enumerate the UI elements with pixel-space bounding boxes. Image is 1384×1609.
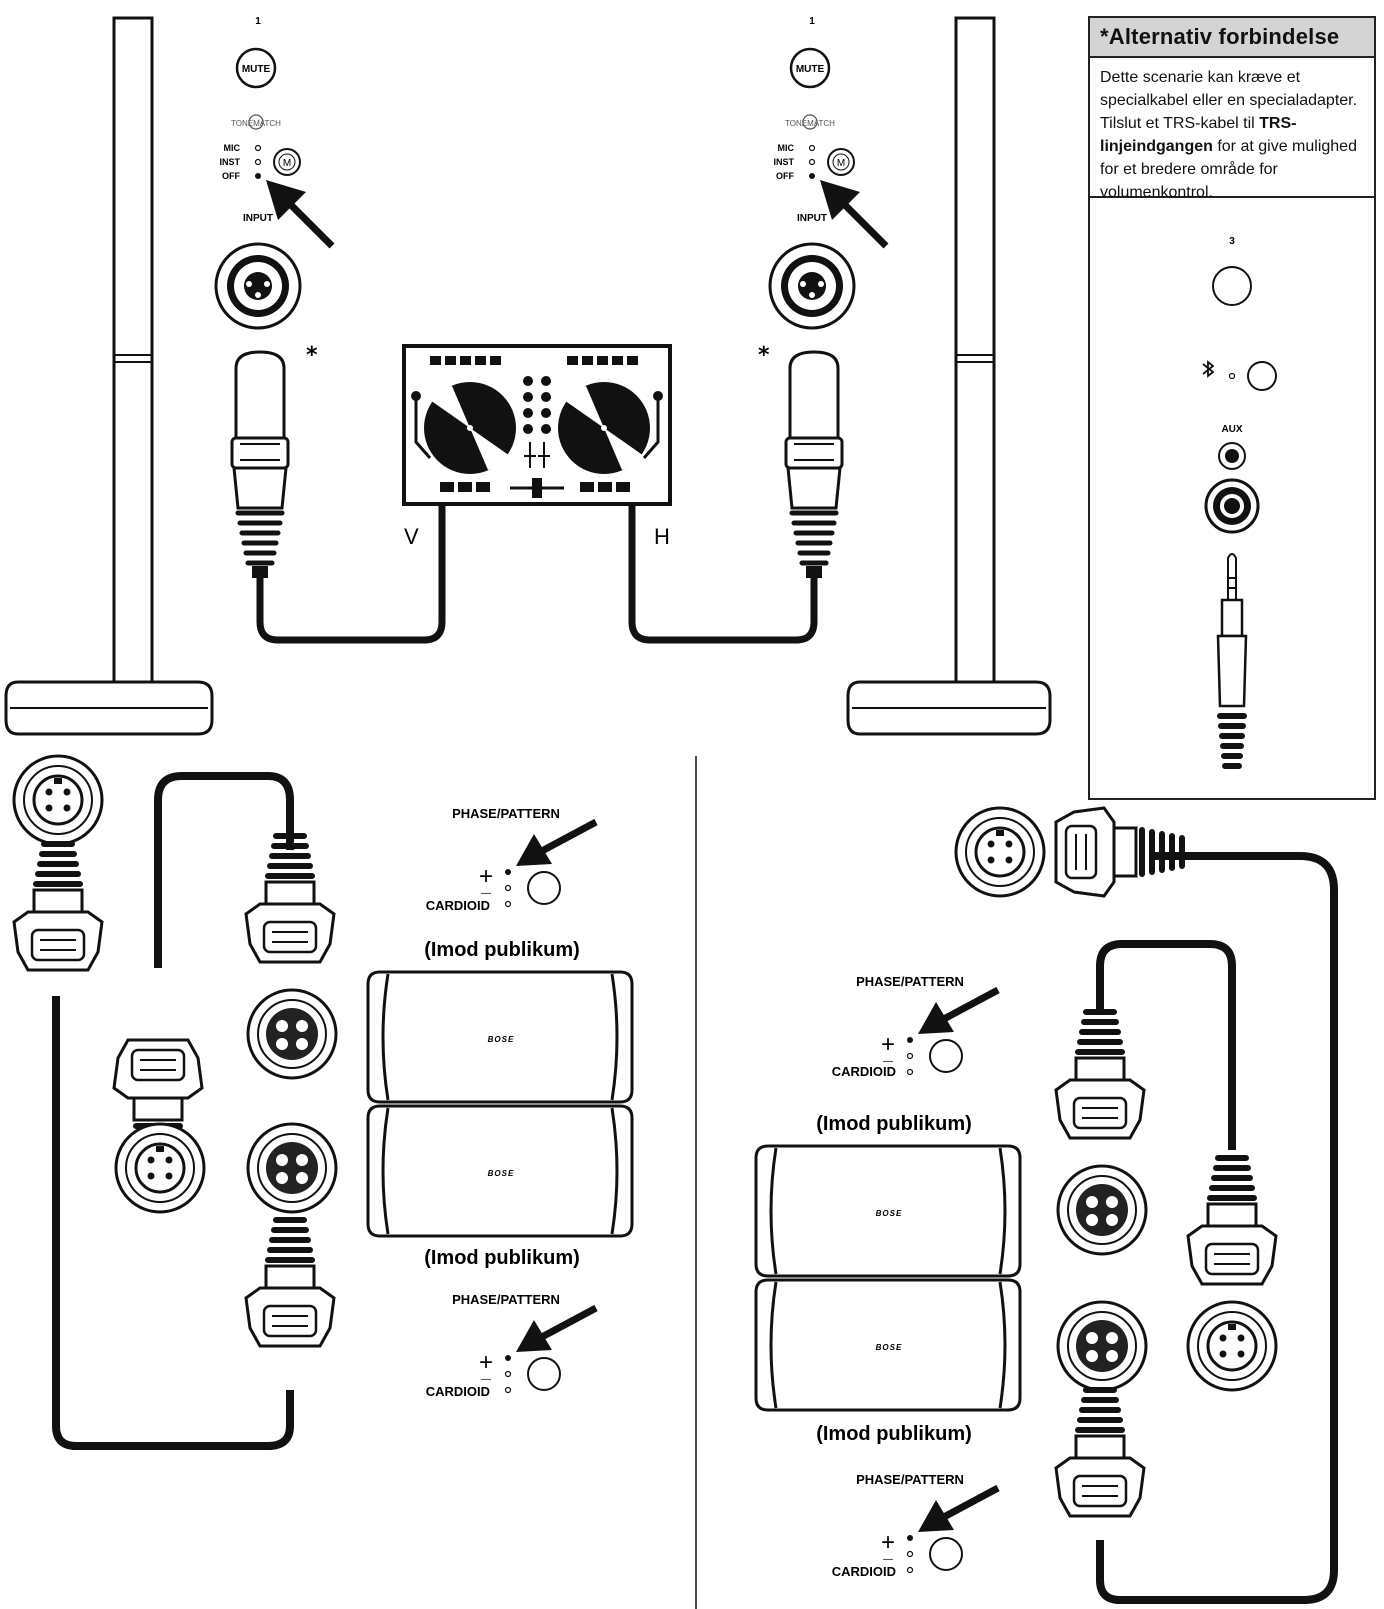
- bottom-left-speakers: BOSE BOSE: [366, 970, 634, 1238]
- mode-mic-label: MIC: [778, 143, 795, 153]
- phase-pattern-control: PHASE/PATTERN + — CARDIOID: [426, 806, 598, 913]
- tonematch-button[interactable]: [827, 148, 855, 176]
- arrow-phase-icon: [918, 1500, 954, 1532]
- alternative-connection-box: *Alternativ forbindelse Dette scenarie k…: [1088, 16, 1376, 800]
- phase-pattern-control: PHASE/PATTERN + — CARDIOID: [832, 974, 1000, 1079]
- input-label: INPUT: [797, 213, 827, 224]
- left-cable-marker: *: [306, 343, 318, 368]
- plus-label: +: [881, 1529, 895, 1556]
- tonematch-button[interactable]: [273, 148, 301, 176]
- mode-inst-label: INST: [219, 157, 240, 167]
- mute-label: MUTE: [796, 64, 825, 75]
- bottom-left-array: [14, 754, 338, 1450]
- phase-pattern-control: PHASE/PATTERN + — CARDIOID: [832, 1472, 1000, 1579]
- mode-off-label: OFF: [222, 171, 240, 181]
- mode-off-label: OFF: [776, 171, 794, 181]
- phase-button[interactable]: [527, 1357, 561, 1391]
- alternative-description: Dette scenarie kan kræve et specialkabel…: [1090, 58, 1374, 201]
- mode-mic-label: MIC: [224, 143, 241, 153]
- right-tower: [846, 16, 1052, 736]
- phase-pattern-title: PHASE/PATTERN: [856, 1472, 964, 1487]
- dj-output-right-label: H: [654, 524, 670, 549]
- aux-label: AUX: [1221, 424, 1242, 435]
- audience-label: (Imod publikum): [424, 939, 580, 961]
- cardioid-label: CARDIOID: [832, 1064, 896, 1079]
- minus-label: —: [481, 1374, 491, 1385]
- channel-number: 1: [255, 16, 261, 27]
- phase-pattern-control: PHASE/PATTERN + — CARDIOID: [426, 1292, 598, 1399]
- phase-pattern-title: PHASE/PATTERN: [452, 1292, 560, 1307]
- speaker-logo: BOSE: [488, 1035, 515, 1044]
- bottom-right-speakers: BOSE BOSE: [754, 1144, 1022, 1412]
- tonematch-button-label: M: [283, 158, 291, 169]
- arrow-off-icon: [820, 180, 860, 220]
- input-label: INPUT: [243, 213, 273, 224]
- arrow-phase-icon: [516, 834, 552, 866]
- minus-label: —: [883, 1056, 893, 1067]
- trs-plug: [1216, 553, 1248, 769]
- plus-label: +: [881, 1031, 895, 1058]
- speaker-logo: BOSE: [876, 1209, 903, 1218]
- left-tower: [4, 16, 214, 736]
- speaker-logo: BOSE: [488, 1169, 515, 1178]
- tonematch-button-label: M: [837, 158, 845, 169]
- bluetooth-button[interactable]: [1247, 361, 1277, 391]
- phase-button[interactable]: [929, 1039, 963, 1073]
- right-control-panel: 1 MUTE TONEMATCH MIC INST OFF M INPUT: [768, 16, 889, 330]
- audience-label: (Imod publikum): [816, 1113, 972, 1135]
- right-xlr-plug: [786, 352, 842, 578]
- alternative-text-bold: TRS-linjeindgangen: [1100, 115, 1297, 155]
- channel-number: 1: [809, 16, 815, 27]
- minus-label: —: [481, 888, 491, 899]
- channel-button[interactable]: [1212, 266, 1252, 306]
- cardioid-label: CARDIOID: [426, 898, 490, 913]
- trs-input-panel: 3 AUX: [1202, 236, 1277, 769]
- phase-pattern-title: PHASE/PATTERN: [452, 806, 560, 821]
- minus-label: —: [883, 1554, 893, 1565]
- mute-button[interactable]: [789, 47, 831, 89]
- phase-button[interactable]: [929, 1537, 963, 1571]
- channel-number: 3: [1229, 236, 1235, 247]
- mode-inst-label: INST: [773, 157, 794, 167]
- alternative-text-after: for at give mulighed for et bredere områ…: [1100, 138, 1357, 201]
- dj-controller: [402, 344, 672, 506]
- phase-button[interactable]: [527, 871, 561, 905]
- bluetooth-icon: [1202, 360, 1215, 378]
- tonematch-label: TONEMATCH: [231, 119, 281, 128]
- cardioid-label: CARDIOID: [426, 1384, 490, 1399]
- arrow-phase-icon: [918, 1002, 954, 1034]
- left-control-panel: 1 MUTE TONEMATCH MIC INST OFF M INPUT: [214, 16, 335, 330]
- bottom-right-array: [954, 808, 1338, 1604]
- plus-label: +: [479, 1349, 493, 1376]
- phase-pattern-title: PHASE/PATTERN: [856, 974, 964, 989]
- arrow-off-icon: [266, 180, 306, 220]
- right-cable-marker: *: [758, 343, 770, 368]
- cardioid-label: CARDIOID: [832, 1564, 896, 1579]
- left-xlr-plug: [232, 352, 288, 578]
- alternative-title: *Alternativ forbindelse: [1090, 18, 1374, 58]
- audience-label: (Imod publikum): [816, 1423, 972, 1445]
- audience-label: (Imod publikum): [424, 1247, 580, 1269]
- mute-label: MUTE: [242, 64, 271, 75]
- alternative-text-before: Dette scenarie kan kræve et specialkabel…: [1100, 69, 1358, 132]
- dj-output-left-label: V: [404, 524, 419, 549]
- mute-button[interactable]: [235, 47, 277, 89]
- arrow-phase-icon: [516, 1320, 552, 1352]
- plus-label: +: [479, 863, 493, 890]
- speaker-logo: BOSE: [876, 1343, 903, 1352]
- tonematch-label: TONEMATCH: [785, 119, 835, 128]
